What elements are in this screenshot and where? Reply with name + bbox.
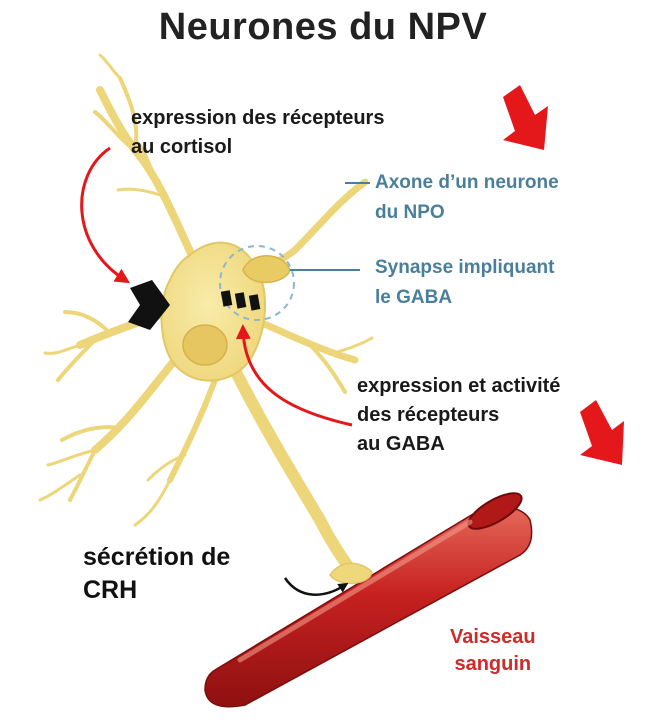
gaba-receptor-label: expression et activité des récepteurs au…	[357, 372, 560, 459]
label-line: Vaisseau	[450, 624, 536, 651]
blood-vessel-label: Vaisseau sanguin	[450, 624, 536, 678]
cortisol-receptor-pointer	[82, 148, 125, 280]
nucleus	[183, 325, 227, 365]
decrease-arrow-cortisol	[503, 85, 548, 150]
npo-axon	[243, 182, 370, 282]
label-line: sanguin	[450, 651, 536, 678]
label-line: au cortisol	[131, 133, 384, 162]
label-line: expression et activité	[357, 372, 560, 401]
label-line: des récepteurs	[357, 401, 560, 430]
label-line: le GABA	[375, 283, 554, 313]
label-line: du NPO	[375, 198, 559, 228]
cortisol-receptor-label: expression des récepteurs au cortisol	[131, 104, 384, 162]
label-line: Synapse impliquant	[375, 253, 554, 283]
label-line: au GABA	[357, 430, 560, 459]
neuron-axon	[235, 370, 372, 583]
label-line: expression des récepteurs	[131, 104, 384, 133]
label-line: CRH	[83, 574, 230, 607]
axon-label: Axone d’un neurone du NPO	[375, 168, 559, 228]
synapse-label: Synapse impliquant le GABA	[375, 253, 554, 313]
decrease-arrow-gaba	[580, 400, 624, 465]
label-line: Axone d’un neurone	[375, 168, 559, 198]
diagram-title: Neurones du NPV	[0, 6, 646, 49]
label-line: sécrétion de	[83, 541, 230, 574]
crh-secretion-label: sécrétion de CRH	[83, 541, 230, 607]
